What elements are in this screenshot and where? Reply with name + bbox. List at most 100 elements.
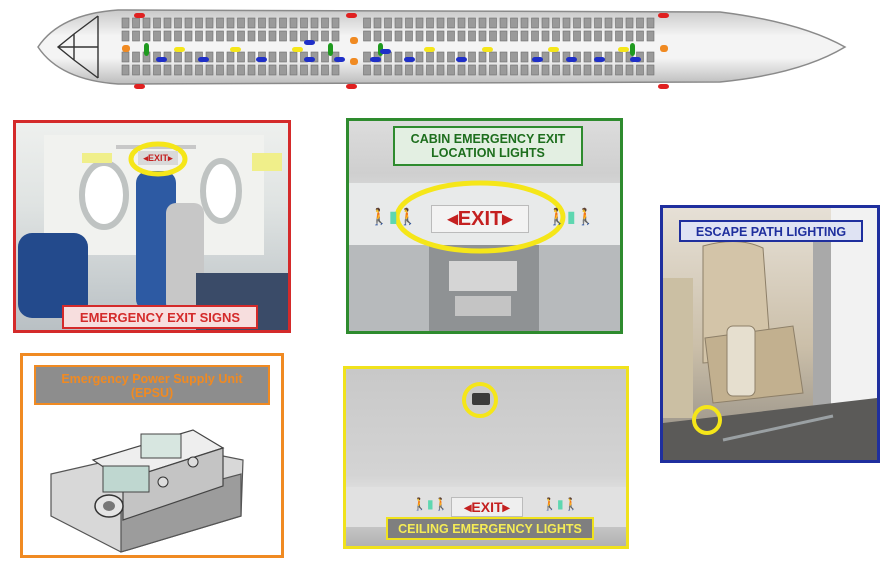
seat — [510, 51, 518, 63]
seat — [163, 64, 172, 76]
seat — [363, 64, 371, 76]
seat — [594, 30, 602, 42]
exit-sign-marker — [346, 13, 357, 18]
seat-rows — [121, 17, 655, 76]
seat — [573, 17, 581, 29]
seat — [499, 17, 508, 29]
seat — [520, 51, 529, 63]
seat — [594, 17, 602, 29]
seat — [394, 64, 403, 76]
escape-path-marker — [334, 57, 345, 62]
seat — [237, 30, 245, 42]
ceiling-light-marker — [618, 47, 629, 52]
seat — [289, 30, 298, 42]
seat — [447, 30, 455, 42]
seat — [226, 17, 235, 29]
exit-sign-marker — [134, 13, 145, 18]
seat — [531, 17, 539, 29]
exit-sign-marker — [346, 84, 357, 89]
seat — [552, 64, 560, 76]
seat — [489, 17, 497, 29]
seat — [478, 30, 487, 42]
seat — [300, 17, 308, 29]
seat — [184, 30, 193, 42]
seat — [426, 17, 434, 29]
panel-caption: CEILING EMERGENCY LIGHTS — [386, 517, 594, 540]
highlight-ring — [692, 405, 722, 435]
seat — [625, 17, 634, 29]
ceiling-light-marker — [482, 47, 493, 52]
seat — [216, 51, 224, 63]
seat — [195, 30, 203, 42]
seat — [447, 51, 455, 63]
cockpit-windows — [56, 15, 99, 79]
seat — [121, 64, 130, 76]
seat — [195, 17, 203, 29]
seat — [552, 51, 560, 63]
ceiling-light-fixture — [472, 393, 490, 405]
seat — [247, 51, 256, 63]
escape-path-marker — [594, 57, 605, 62]
seat — [289, 51, 298, 63]
caption-line-2: LOCATION LIGHTS — [431, 146, 545, 161]
escape-path-marker — [198, 57, 209, 62]
seat — [132, 64, 140, 76]
seat — [583, 51, 592, 63]
seat — [279, 30, 287, 42]
seat — [394, 17, 403, 29]
exit-sign: ◂EXIT▸ — [431, 205, 529, 233]
seat — [153, 17, 161, 29]
seat — [457, 64, 466, 76]
seat — [174, 30, 182, 42]
window-right — [200, 158, 242, 224]
seat — [541, 30, 550, 42]
panel-caption: EMERGENCY EXIT SIGNS — [62, 305, 258, 329]
escape-path-marker — [156, 57, 167, 62]
seat — [142, 17, 151, 29]
escape-path-marker — [630, 57, 641, 62]
seat — [499, 30, 508, 42]
ceiling-emergency-lights-panel: ◂EXIT▸ 🚶▮🚶 🚶▮🚶 CEILING EMERGENCY LIGHTS — [343, 366, 629, 549]
seat — [121, 30, 130, 42]
seat — [499, 51, 508, 63]
seat — [615, 51, 623, 63]
seat — [321, 17, 329, 29]
seat — [258, 30, 266, 42]
seat — [499, 64, 508, 76]
seat — [604, 64, 613, 76]
seat — [541, 17, 550, 29]
seat — [184, 51, 193, 63]
seat — [310, 64, 319, 76]
seat — [615, 17, 623, 29]
seat — [174, 64, 182, 76]
seat — [615, 30, 623, 42]
seat — [121, 17, 130, 29]
cabin-light-marker — [144, 43, 149, 56]
seat — [573, 64, 581, 76]
highlight-ring — [128, 141, 188, 177]
seat — [562, 17, 571, 29]
seat — [247, 30, 256, 42]
exit-sign-marker — [134, 84, 145, 89]
seat — [510, 30, 518, 42]
seat — [604, 30, 613, 42]
seat — [405, 17, 413, 29]
seat — [405, 64, 413, 76]
seat — [415, 51, 424, 63]
seat — [646, 30, 655, 42]
escape-path-lighting-panel: ESCAPE PATH LIGHTING — [660, 205, 880, 463]
seat — [153, 30, 161, 42]
seat — [216, 64, 224, 76]
seat — [174, 51, 182, 63]
seat — [373, 64, 382, 76]
seat — [331, 17, 340, 29]
seat — [552, 17, 560, 29]
epsu-marker — [350, 37, 358, 44]
seat — [373, 30, 382, 42]
seat — [205, 17, 214, 29]
exit-sign-marker — [658, 84, 669, 89]
seat — [216, 30, 224, 42]
seat — [289, 17, 298, 29]
aircraft-cabin-layout — [37, 9, 847, 89]
seat — [615, 64, 623, 76]
